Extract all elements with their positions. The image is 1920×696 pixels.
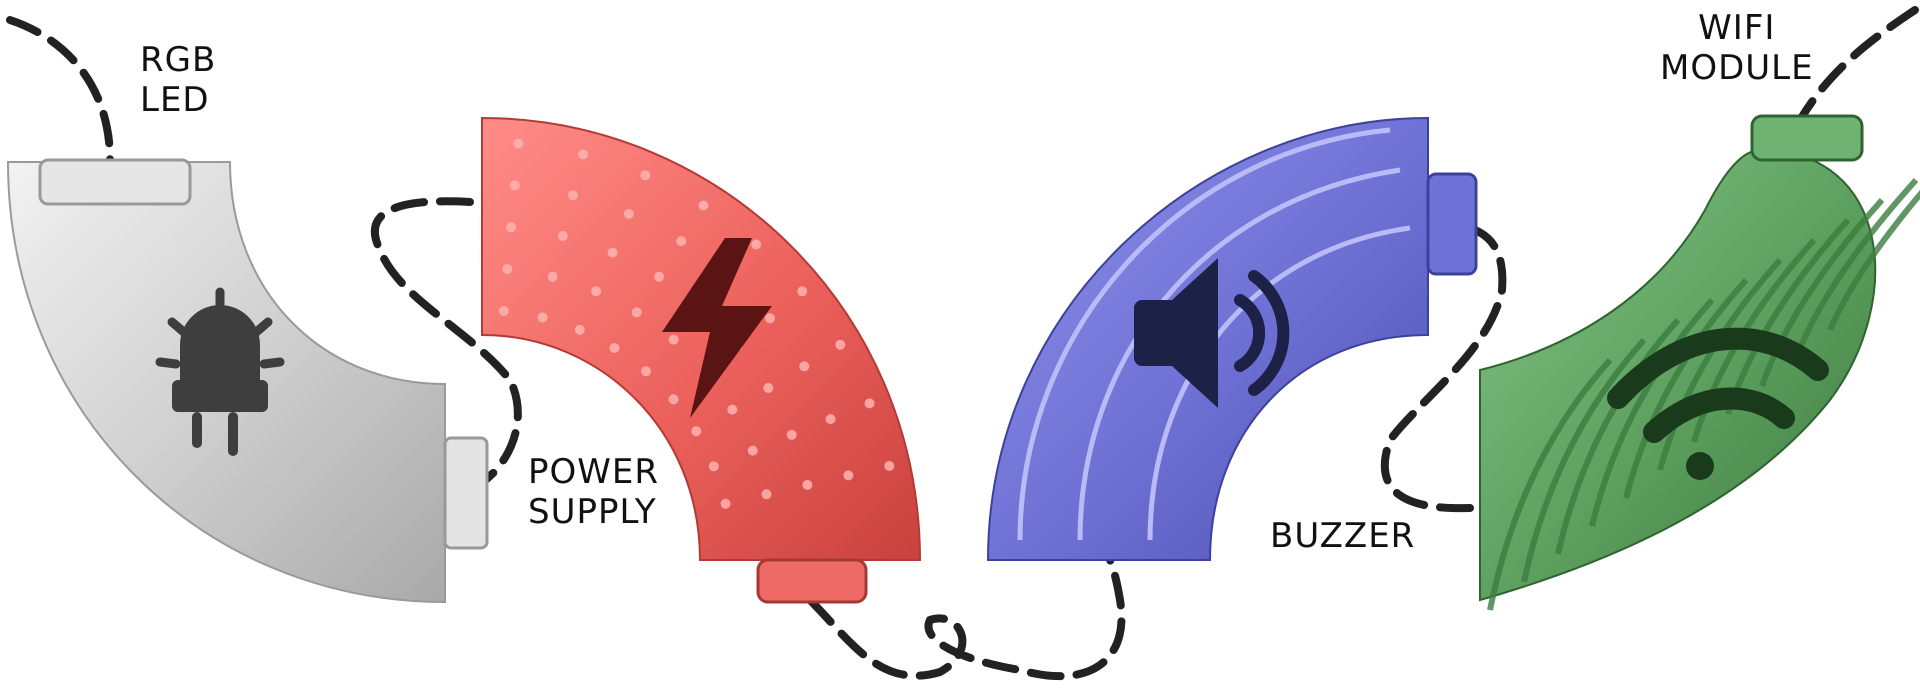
label-wifi-module-line-2: MODULE	[1660, 48, 1814, 88]
power-supply-elbow	[481, 116, 922, 561]
wifi-icon	[1607, 327, 1829, 480]
wire-led-to-power	[370, 197, 522, 494]
lightning-icon	[662, 238, 772, 418]
wire-rgb-led	[6, 16, 114, 164]
wifi-module	[1479, 114, 1920, 611]
surface-bump	[864, 398, 875, 409]
label-rgb-led-line-2: LED	[140, 80, 210, 120]
surface-bump	[591, 286, 602, 297]
buzzer-grooves	[1017, 127, 1411, 541]
rgb-led-module	[6, 158, 489, 604]
surface-bump	[574, 324, 585, 335]
surface-bump	[765, 313, 775, 324]
surface-bump	[720, 498, 731, 509]
label-buzzer-line-1: BUZZER	[1270, 516, 1416, 556]
label-wifi-module-line-1: WIFI	[1698, 8, 1776, 48]
surface-bump	[751, 239, 762, 250]
surface-bump	[498, 306, 509, 316]
surface-bump	[802, 479, 813, 490]
surface-bump	[631, 307, 642, 318]
power-supply-bottom-port	[756, 558, 868, 604]
surface-ring	[1793, 177, 1919, 360]
surface-ring	[1827, 189, 1920, 332]
surface-bump	[727, 404, 738, 415]
label-power-supply-line-1: POWER	[528, 452, 659, 492]
surface-bump	[578, 149, 589, 160]
surface-ring	[1759, 197, 1885, 387]
surface-bump	[676, 236, 687, 247]
surface-bump	[691, 426, 702, 437]
connection-wires	[6, 6, 1919, 681]
surface-bump	[568, 190, 578, 201]
surface-bump	[641, 366, 651, 377]
surface-bump	[786, 429, 797, 440]
surface-bump	[797, 286, 808, 297]
surface-bump	[799, 361, 810, 372]
buzzer-module	[986, 116, 1478, 561]
wire-power-to-buzzer	[806, 551, 1126, 681]
label-power-supply: POWER SUPPLY	[528, 452, 659, 532]
surface-bump	[825, 414, 836, 425]
surface-bump	[668, 334, 679, 345]
label-rgb-led: RGB LED	[140, 40, 216, 120]
rgb-led-top-port	[38, 158, 192, 206]
led-icon	[155, 287, 285, 456]
surface-bump	[884, 461, 895, 471]
label-rgb-led-line-1: RGB	[140, 40, 217, 80]
label-power-supply-line-2: SUPPLY	[528, 492, 657, 532]
surface-bump	[547, 271, 558, 282]
surface-bump	[698, 200, 709, 211]
surface-bump	[761, 489, 772, 500]
surface-bump	[654, 271, 664, 282]
wire-wifi-module	[1796, 6, 1919, 124]
surface-bump	[763, 383, 774, 393]
surface-ring	[1589, 297, 1715, 527]
surface-rings	[1487, 177, 1920, 611]
label-buzzer: BUZZER	[1270, 516, 1415, 556]
surface-bump	[708, 461, 719, 472]
surface-bump	[623, 208, 634, 219]
surface-ring	[1487, 357, 1613, 611]
surface-bump	[640, 170, 651, 181]
surface-bump	[537, 312, 548, 323]
wifi-module-top-port	[1750, 114, 1864, 162]
power-supply-module	[481, 116, 922, 604]
surface-bump	[502, 264, 513, 275]
surface-bump	[835, 339, 846, 350]
surface-bump	[513, 138, 524, 149]
surface-ring	[1657, 257, 1783, 471]
surface-bump	[506, 222, 517, 233]
buzzer-side-port	[1426, 172, 1478, 276]
surface-bump	[609, 343, 620, 353]
label-wifi-module: WIFI MODULE	[1660, 8, 1814, 88]
surface-bump	[747, 445, 758, 456]
surface-ring	[1623, 277, 1749, 499]
surface-ring	[1555, 317, 1681, 555]
surface-bump	[509, 180, 520, 191]
speaker-icon	[1134, 258, 1290, 408]
wire-buzzer-to-wifi	[1380, 224, 1507, 513]
surface-bump	[557, 230, 568, 241]
rgb-led-side-port	[443, 436, 489, 550]
surface-bump	[668, 394, 679, 405]
surface-bump	[607, 247, 618, 258]
surface-bump	[843, 470, 854, 481]
surface-ring	[1521, 337, 1647, 583]
